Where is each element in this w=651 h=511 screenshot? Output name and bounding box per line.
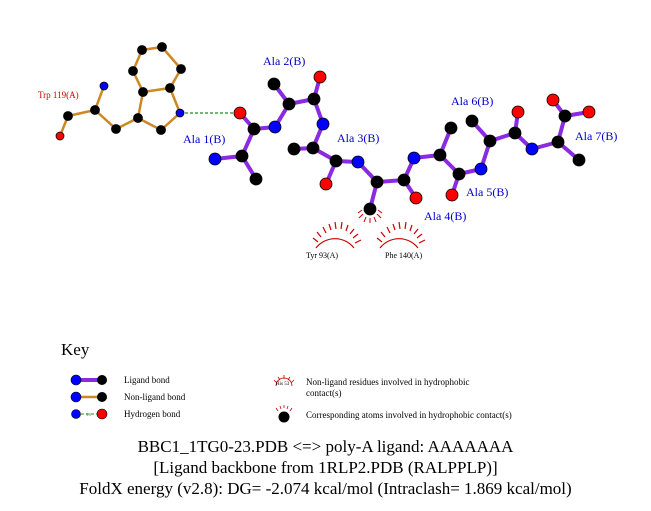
label-ala6: Ala 6(B): [451, 94, 493, 108]
label-tyr93: Tyr 93(A): [306, 251, 338, 260]
key-his-label: His 53: [276, 382, 290, 387]
key-title: Key: [61, 340, 90, 359]
label-ala2: Ala 2(B): [263, 54, 305, 68]
footer-line-2: [Ligand backbone from 1RLP2.PDB (RALPPLP…: [153, 458, 498, 477]
tyr93-hydrophobic-arc: [312, 221, 362, 249]
key-hydrophobic-residues-label-2: contact(s): [306, 388, 341, 398]
key-hydrophobic-residues-label-1: Non-ligand residues involved in hydropho…: [306, 377, 469, 387]
atoms: [55, 42, 596, 216]
footer-line-1: BBC1_1TG0-23.PDB <=> poly-A ligand: AAAA…: [137, 437, 514, 456]
label-ala7: Ala 7(B): [575, 129, 617, 143]
label-phe140: Phe 140(A): [385, 251, 422, 260]
label-ala5: Ala 5(B): [466, 185, 508, 199]
atom-nitrogen: [99, 81, 109, 91]
atom-oxygen: [55, 131, 65, 141]
key-legend: Ligand bond Non-ligand bond 3.0 Hydrogen…: [70, 374, 512, 423]
label-ala3: Ala 3(B): [337, 131, 379, 145]
label-ala4: Ala 4(B): [424, 209, 466, 223]
footer-line-3: FoldX energy (v2.8): DG= -2.074 kcal/mol…: [79, 479, 572, 498]
key-hydrophobic-atoms-label: Corresponding atoms involved in hydropho…: [306, 410, 512, 420]
key-ligand-bond-label: Ligand bond: [124, 375, 170, 385]
phe140-hydrophobic-arc: [376, 221, 426, 249]
label-ala1: Ala 1(B): [183, 132, 225, 146]
key-nonligand-bond-label: Non-ligand bond: [124, 392, 186, 402]
label-trp119: Trp 119(A): [38, 90, 79, 100]
key-hbond-length: 3.0: [86, 412, 91, 417]
key-hydrogen-bond-label: Hydrogen bond: [124, 409, 181, 419]
hydrophobic-atom-mark: [357, 209, 383, 223]
